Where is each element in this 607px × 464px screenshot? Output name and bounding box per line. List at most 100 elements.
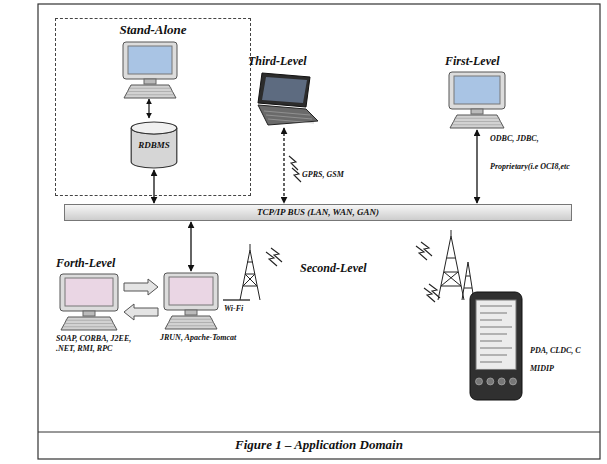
drawing-part — [223, 299, 250, 300]
network-link — [190, 222, 191, 271]
drawing-part — [128, 88, 172, 89]
drawing-part — [480, 333, 507, 334]
drawing-part — [169, 277, 213, 305]
drawing-part — [65, 278, 113, 306]
drawing-part — [268, 119, 314, 123]
db-link-arrow — [148, 99, 149, 118]
drawing-part — [164, 273, 218, 310]
icon-drawing — [445, 71, 509, 129]
drawing-part — [510, 378, 517, 385]
protocol-note: Proprietary(i.e OCI8,etc — [490, 162, 570, 172]
drawing-part — [126, 94, 174, 95]
drawing-part — [471, 109, 483, 114]
network-link — [153, 170, 154, 203]
drawing-part — [438, 230, 464, 300]
drawing-part — [480, 312, 507, 313]
drawing-part — [480, 340, 502, 341]
caption-rule — [38, 432, 600, 433]
drawing-part — [83, 311, 95, 316]
network-link — [476, 130, 477, 203]
radio-lightning — [266, 156, 440, 302]
drawing-part — [476, 300, 516, 369]
drawing-part — [64, 323, 114, 324]
drawing-part — [168, 322, 214, 323]
level-heading: Forth-Level — [56, 256, 122, 273]
network-link — [283, 128, 284, 203]
drawing-part — [453, 121, 501, 122]
drawing-part — [480, 361, 502, 362]
drawing-part — [487, 378, 494, 385]
icon-drawing — [160, 272, 222, 330]
drawing-part — [480, 319, 502, 320]
drawing-part — [60, 274, 118, 311]
drawing-part — [61, 317, 117, 330]
level-heading: Second-Level — [300, 261, 367, 276]
protocol-note: MIDIP — [530, 364, 554, 374]
drawing-part — [266, 252, 277, 266]
network-bus: TCP/IP BUS (LAN, WAN, GAN) — [64, 204, 572, 221]
antenna-tower — [438, 230, 474, 300]
drawing-part — [167, 325, 215, 326]
drawing-part — [258, 105, 318, 125]
wifi-link — [223, 299, 250, 300]
server-pc: JRUN, Apache-Tomcat — [160, 272, 222, 330]
drawing-part — [128, 46, 172, 74]
drawing-part — [123, 42, 177, 79]
drawing-part — [124, 85, 176, 98]
drawing-part — [266, 115, 312, 119]
drawing-part — [480, 347, 512, 348]
drawing-part — [421, 242, 432, 256]
database-cylinder: RDBMS — [130, 121, 178, 169]
drawing-part — [131, 122, 177, 134]
drawing-part — [498, 378, 505, 385]
figure-frame — [38, 4, 600, 459]
drawing-part — [258, 73, 310, 107]
drawing-part — [127, 91, 173, 92]
icon-drawing — [119, 41, 181, 99]
drawing-part — [454, 76, 500, 104]
protocol-note: ODBC, JDBC, — [490, 134, 539, 144]
region-heading: Stand-Alone — [56, 19, 250, 38]
icon-drawing — [56, 273, 122, 331]
radio-label: GPRS, GSM — [302, 170, 344, 179]
drawing-part — [63, 326, 115, 327]
protocol-note: JRUN, Apache-Tomcat — [160, 333, 236, 343]
client-pc: Forth-LevelSOAP, CORBA, J2EE, .NET, RMI,… — [56, 256, 122, 331]
drawing-part — [169, 319, 213, 320]
drawing-part — [470, 292, 522, 400]
block-arrow — [124, 304, 158, 320]
drawing-part — [416, 246, 427, 260]
drawing-part — [449, 72, 505, 109]
drawing-part — [185, 310, 197, 315]
block-arrow — [124, 279, 158, 295]
client-pc: First-LevelODBC, JDBC,Proprietary(i.e OC… — [445, 54, 509, 129]
drawing-part — [165, 316, 217, 329]
icon-drawing — [248, 71, 320, 127]
drawing-part — [480, 305, 512, 306]
drawing-part — [264, 111, 310, 115]
figure-caption: Figure 1 – Application Domain — [38, 437, 600, 453]
level-heading: Third-Level — [248, 54, 320, 71]
drawing-part — [65, 320, 113, 321]
drawing-part — [271, 248, 282, 262]
drawing-part — [429, 284, 440, 298]
drawing-part — [144, 79, 156, 84]
level-heading: First-Level — [445, 54, 509, 71]
drawing-part — [424, 288, 435, 302]
antenna-tower — [240, 244, 260, 300]
laptop-node: Third-Level — [248, 54, 320, 127]
protocol-note: PDA, CLDC, C — [530, 346, 581, 356]
drawing-part — [450, 115, 504, 128]
drawing-part — [480, 326, 512, 327]
icon-drawing — [468, 290, 524, 402]
drawing-part — [454, 118, 500, 119]
radio-label: Wi-Fi — [224, 304, 243, 313]
database-label: RDBMS — [130, 121, 178, 150]
standalone-region: Stand-AloneRDBMS — [55, 18, 251, 196]
protocol-note: SOAP, CORBA, J2EE, .NET, RMI, RPC — [56, 334, 148, 354]
drawing-part — [289, 156, 298, 170]
drawing-part — [452, 124, 502, 125]
drawing-part — [292, 168, 301, 182]
drawing-part — [262, 77, 307, 103]
bus-label: TCP/IP BUS (LAN, WAN, GAN) — [65, 205, 571, 220]
